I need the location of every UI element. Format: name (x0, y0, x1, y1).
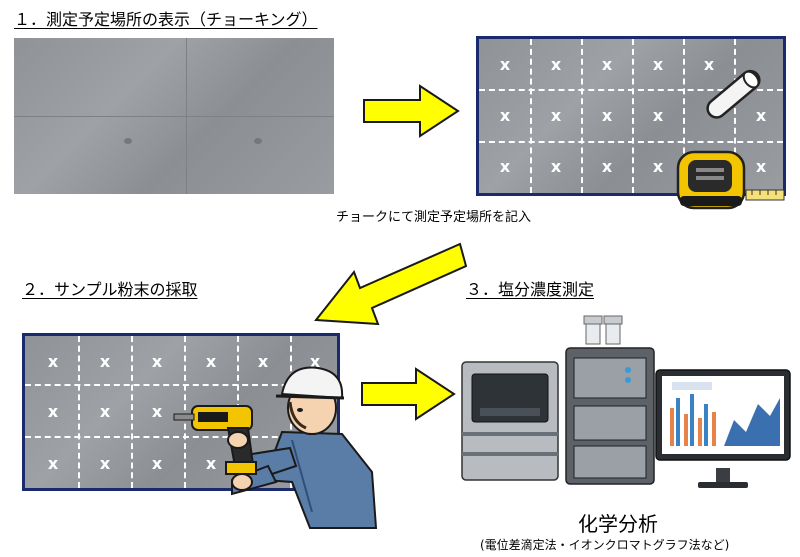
grid-mark: x (95, 456, 115, 472)
grid-mark: x (597, 108, 617, 124)
grid-mark: x (546, 159, 566, 175)
grid-mark: x (147, 404, 167, 420)
plain-concrete-panel (14, 38, 334, 194)
step1-title: １．測定予定場所の表示（チョーキング） (14, 10, 318, 30)
grid-mark: x (95, 404, 115, 420)
grid-mark: x (495, 159, 515, 175)
analysis-subtitle: (電位差滴定法・イオンクロマトグラフ法など) (480, 536, 729, 553)
grid-mark: x (147, 354, 167, 370)
grid-mark: x (597, 159, 617, 175)
grid-mark: x (597, 57, 617, 73)
grid-mark: x (495, 108, 515, 124)
grid-mark: x (43, 354, 63, 370)
grid-mark: x (147, 456, 167, 472)
grid-mark: x (43, 456, 63, 472)
grid-mark: x (648, 108, 668, 124)
grid-mark: x (648, 57, 668, 73)
grid-mark: x (546, 57, 566, 73)
arrow-icon (360, 366, 456, 422)
monitor-chart-icon (654, 368, 792, 492)
step3-title: ３．塩分濃度測定 (466, 280, 594, 300)
grid-mark: x (95, 354, 115, 370)
chromatograph-icon (458, 312, 658, 488)
worker-with-drill-icon (172, 362, 378, 528)
grid-mark: x (648, 159, 668, 175)
grid-mark: x (43, 404, 63, 420)
chalk-caption: チョークにて測定予定場所を記入 (336, 206, 531, 225)
step2-title: ２．サンプル粉末の採取 (22, 280, 198, 300)
chalk-icon (700, 58, 770, 128)
arrow-icon (308, 232, 470, 330)
arrow-icon (362, 84, 460, 138)
tape-measure-icon (676, 148, 786, 210)
grid-mark: x (546, 108, 566, 124)
analysis-title: 化学分析 (578, 508, 658, 537)
grid-mark: x (495, 57, 515, 73)
